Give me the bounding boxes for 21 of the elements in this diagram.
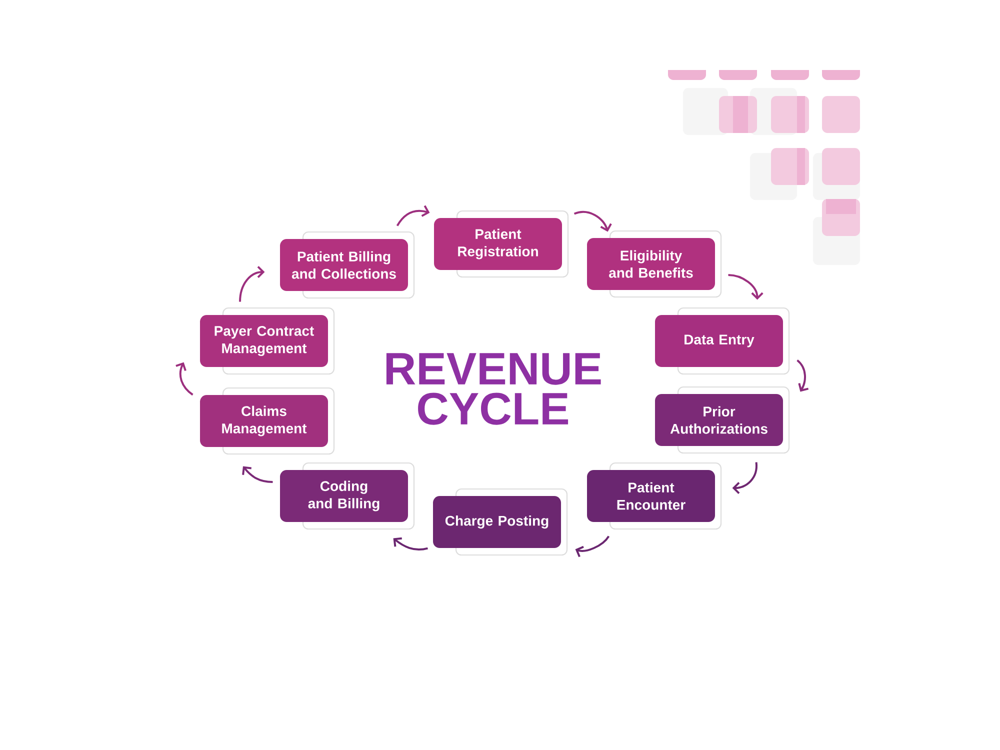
arrow <box>176 362 194 396</box>
arrow <box>393 537 428 551</box>
arrow <box>796 360 809 392</box>
process-box: Claims Management <box>200 387 335 455</box>
process-box: Eligibility and Benefits <box>587 230 722 298</box>
process-box: Data Entry <box>655 307 790 375</box>
arrow <box>728 274 764 300</box>
process-box: Patient Registration <box>434 210 569 278</box>
arrow <box>732 462 758 494</box>
title: REVENUE CYCLE <box>386 353 601 425</box>
process-box: Charge Posting <box>433 488 568 556</box>
arrow <box>242 466 273 483</box>
arrow <box>239 266 265 302</box>
process-box: Prior Authorizations <box>655 386 790 454</box>
process-box: Patient Encounter <box>587 462 722 530</box>
process-box: Patient Billing and Collections <box>280 231 415 299</box>
arrow <box>396 205 430 226</box>
process-box: Coding and Billing <box>280 462 415 530</box>
arrow <box>574 211 612 232</box>
process-box: Payer Contract Management <box>200 307 335 375</box>
arrow <box>575 536 610 558</box>
